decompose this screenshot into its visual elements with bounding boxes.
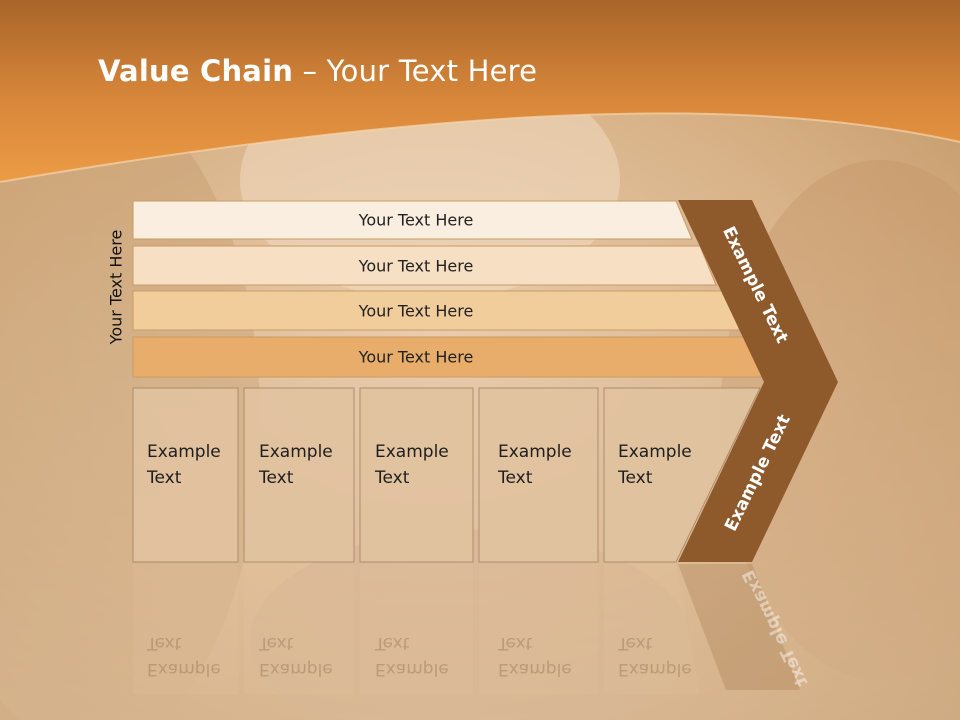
margin-chevron-lower	[678, 382, 838, 562]
chain-bar-label-2: Your Text Here	[358, 256, 474, 275]
activity-box-label-line2: Text	[259, 468, 294, 488]
activity-box-label-line1: Example	[498, 442, 572, 462]
activity-box-reflection-label-5: Example Text	[618, 630, 692, 682]
activity-box-4	[478, 387, 599, 563]
activity-box-2	[243, 387, 355, 563]
reflection-line1: Example	[618, 659, 692, 679]
chain-bar-label-1: Your Text Here	[358, 210, 474, 230]
activity-box-reflection-label-4: Example Text	[498, 630, 572, 682]
activity-box-3	[359, 387, 474, 563]
reflection-line2: Text	[375, 633, 410, 653]
activity-box-reflection-1	[133, 564, 238, 694]
activity-box-label-line2: Text	[618, 468, 653, 488]
reflection-line2: Text	[147, 633, 182, 653]
slide-title-rest: – Your Text Here	[293, 54, 538, 88]
activity-box-5	[603, 387, 761, 563]
activity-box-label-line1: Example	[375, 442, 449, 462]
reflection-line2: Text	[498, 633, 533, 653]
activity-box-label-line1: Example	[618, 442, 692, 462]
reflection-line1: Example	[259, 659, 333, 679]
activity-box-reflection-label-2: Example Text	[259, 630, 333, 682]
reflection-line1: Example	[147, 659, 221, 679]
reflection-line2: Text	[259, 633, 294, 653]
chain-bar-2	[132, 245, 717, 286]
activity-box-reflection-label-3: Example Text	[375, 630, 449, 682]
reflection-line2: Text	[618, 633, 653, 653]
activity-box-reflection-2	[244, 564, 354, 694]
activity-box-label-line1: Example	[259, 442, 333, 462]
activity-box-reflection-label-1: Example Text	[147, 630, 221, 682]
activity-box-label-line2: Text	[498, 468, 533, 488]
chain-bar-label-4: Your Text Here	[358, 347, 474, 367]
reflection-line1: Example	[375, 659, 449, 679]
activity-box-label-line2: Text	[147, 468, 182, 488]
margin-chevron-upper	[678, 200, 838, 382]
chain-bar-1	[132, 200, 693, 240]
margin-chevron-reflection	[678, 564, 800, 690]
activity-box-1	[132, 387, 239, 563]
slide-title-bold: Value Chain	[98, 54, 294, 88]
activity-box-reflection-3	[360, 564, 473, 694]
activity-box-label-line1: Example	[147, 442, 221, 462]
activity-box-label-line2: Text	[375, 468, 410, 488]
chain-bar-label-3: Your Text Here	[358, 301, 474, 320]
activity-box-reflection-5	[604, 564, 700, 694]
slide-title: Value Chain – Your Text Here	[98, 54, 537, 88]
reflection-line1: Example	[498, 659, 572, 679]
activity-box-reflection-4	[479, 564, 598, 694]
